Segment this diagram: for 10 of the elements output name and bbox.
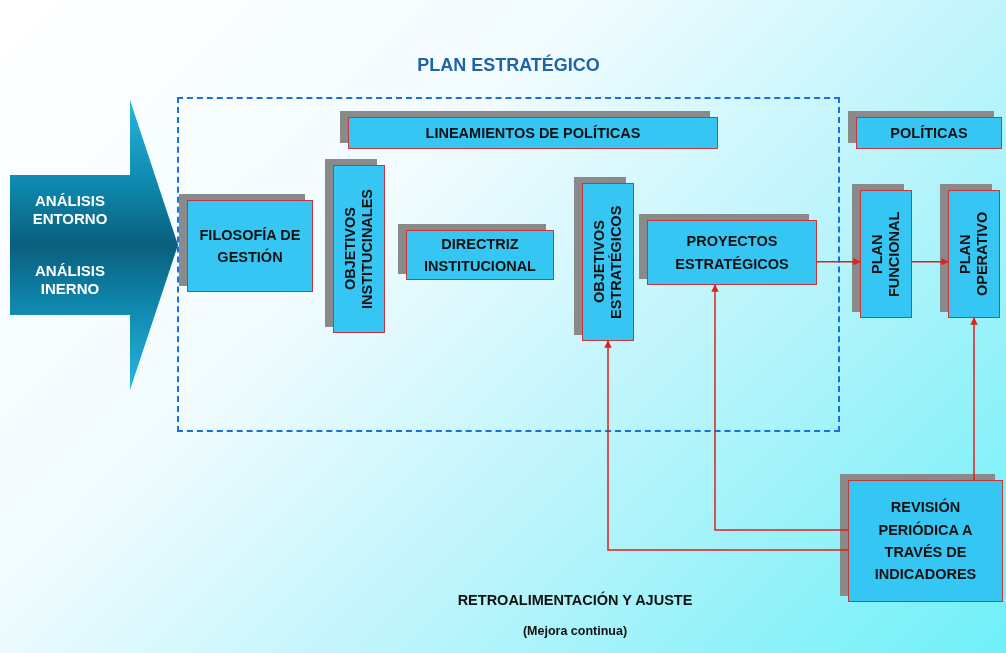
arrow xyxy=(911,257,949,266)
arrow xyxy=(816,257,861,266)
arrow xyxy=(970,317,978,481)
arrow xyxy=(711,284,849,531)
note-text: (Mejora continua) xyxy=(522,624,628,638)
note-text: RETROALIMENTACIÓN Y AJUSTE xyxy=(457,592,693,608)
frame-title: PLAN ESTRATÉGICO xyxy=(417,55,600,76)
arrow-label: ANÁLISIS ENTORNO xyxy=(31,192,109,228)
arrow-label: ANÁLISIS INERNO xyxy=(34,262,106,298)
arrow xyxy=(604,340,849,551)
